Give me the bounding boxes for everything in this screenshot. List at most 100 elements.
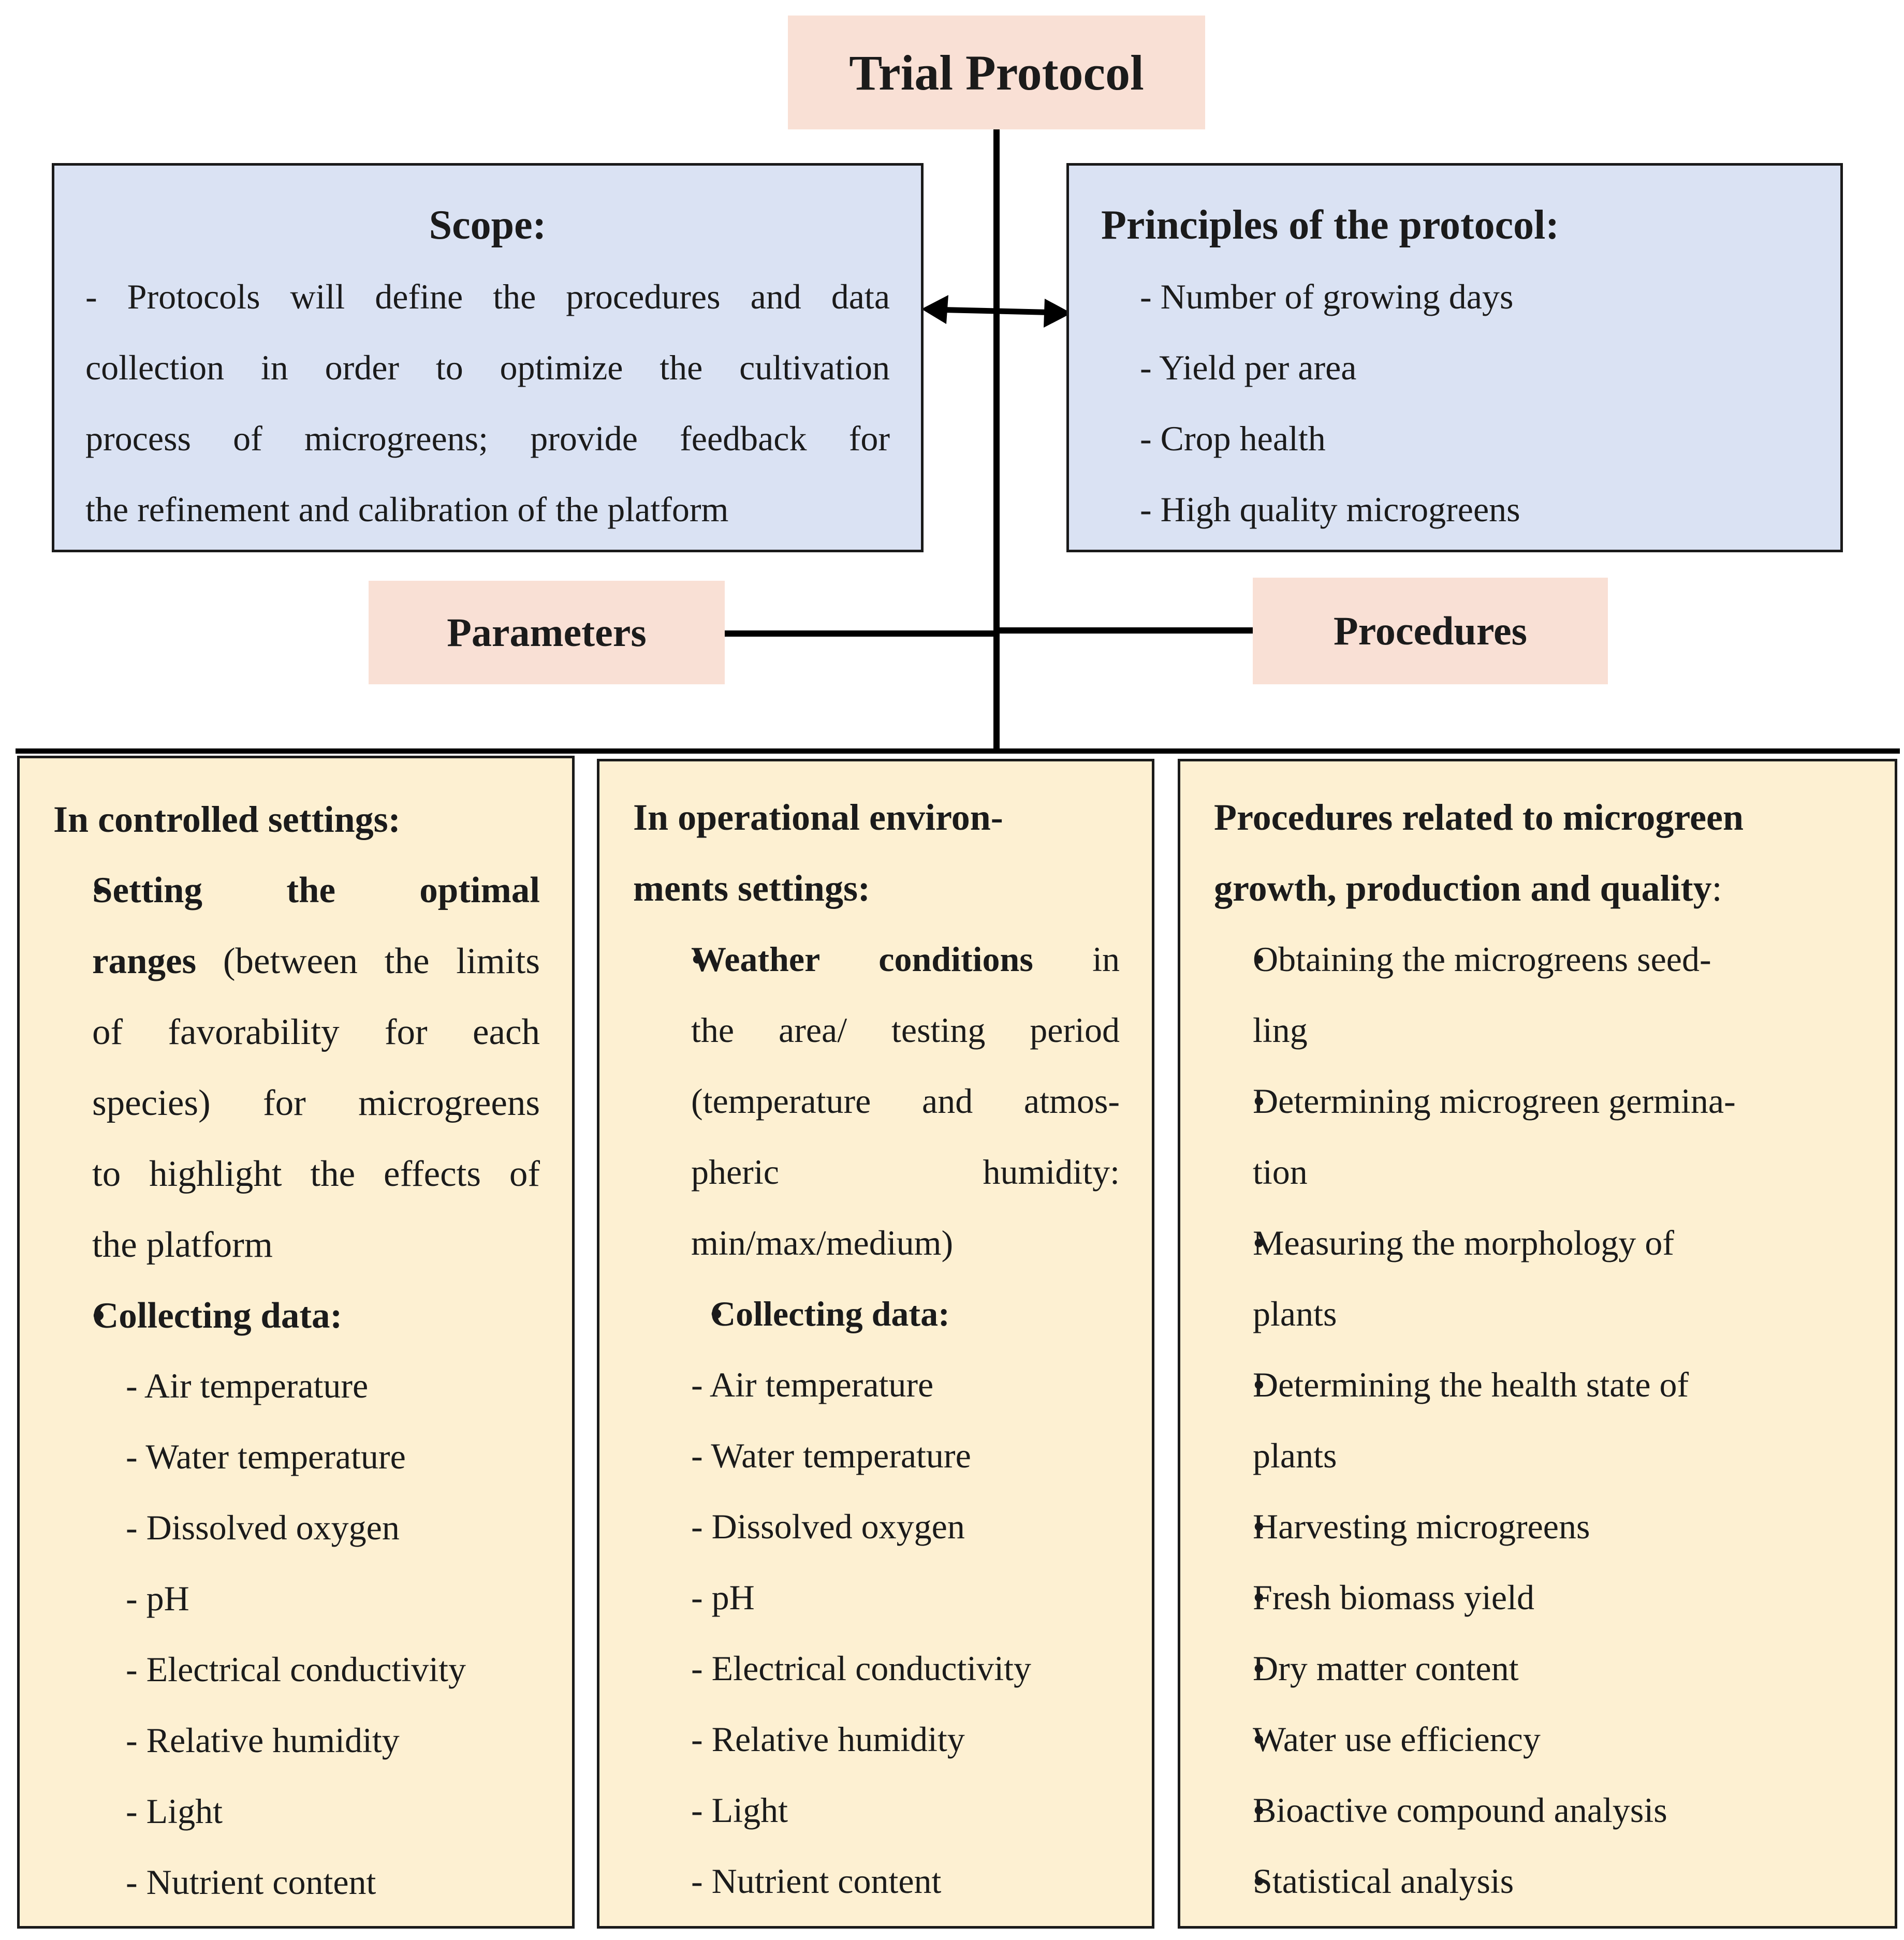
list-item-line: plants (1253, 1436, 1337, 1475)
collecting-data-label: Collecting data: (92, 1296, 343, 1336)
double-arrow-icon (921, 295, 1072, 328)
title-text: Trial Protocol (849, 45, 1144, 100)
list-item-line: Harvesting microgreens (1253, 1507, 1590, 1546)
weather-line: Weather conditions in (691, 924, 1120, 995)
list-item: - Relative humidity (691, 1719, 965, 1759)
list-item: - Water temperature (126, 1437, 406, 1476)
list-item: - Electrical conductivity (691, 1649, 1032, 1688)
weather-suffix: in (1033, 939, 1120, 979)
scope-box: Scope: - Protocols will define the proce… (52, 163, 924, 552)
operational-heading: In operational environ- ments settings: (633, 782, 1120, 924)
list-item: - pH (691, 1578, 755, 1617)
weather-line: (temperature and atmos- (691, 1081, 1120, 1121)
list-item: - Dissolved oxygen (691, 1507, 965, 1546)
list-item-line: Water use efficiency (1253, 1719, 1541, 1759)
list-item: - Dissolved oxygen (126, 1508, 400, 1547)
optimal-ranges-bold-line: Setting the optimal (92, 870, 540, 910)
procedures-heading-text: growth, production and quality (1214, 868, 1712, 909)
list-item-line: Determining the health state of (1253, 1365, 1689, 1404)
list-item-line: Obtaining the microgreens seed- (1253, 939, 1711, 979)
procedures-box: Procedures related to microgreen growth,… (1178, 759, 1897, 1929)
list-item: Determining microgreen germina-tion (1212, 1066, 1869, 1208)
operational-heading-line: In operational environ- (633, 797, 1003, 838)
list-item: - Light (691, 1790, 788, 1830)
list-item: Dry matter content (1212, 1633, 1869, 1704)
list-item: Statistical analysis (1212, 1846, 1869, 1917)
list-item-line: plants (1253, 1294, 1337, 1333)
list-item: - Relative humidity (126, 1721, 400, 1760)
operational-bullet-weather: Weather conditions in the area/ testing … (632, 924, 1120, 1278)
horizontal-bus-line (16, 748, 1900, 754)
list-item: Obtaining the microgreens seed-ling (1212, 924, 1869, 1066)
scope-line: collection in order to optimize the cult… (85, 348, 890, 387)
list-item: - Electrical conductivity (126, 1650, 466, 1689)
list-item-line: Bioactive compound analysis (1253, 1790, 1667, 1830)
list-item: Water use efficiency (1212, 1704, 1869, 1775)
list-item: Bioactive compound analysis (1212, 1775, 1869, 1846)
weather-line: min/max/medium) (691, 1223, 954, 1262)
list-item-line: ling (1253, 1010, 1308, 1050)
scope-text: - Protocols will define the procedures a… (54, 261, 921, 545)
principles-list: - Number of growing days - Yield per are… (1069, 261, 1840, 545)
principles-item: - Crop health (1140, 419, 1326, 458)
parameters-label-box: Parameters (369, 581, 725, 684)
list-item-line: Statistical analysis (1253, 1861, 1514, 1901)
list-item: - Nutrient content (126, 1862, 376, 1902)
procedures-connector-line (997, 627, 1255, 634)
weather-line: pheric humidity: (691, 1152, 1120, 1192)
list-item-line: Determining microgreen germina- (1253, 1081, 1736, 1121)
operational-settings-box: In operational environ- ments settings: … (597, 759, 1154, 1929)
list-item: Fresh biomass yield (1212, 1562, 1869, 1633)
optimal-ranges-text: (between the limits (196, 941, 540, 981)
list-item: - Air temperature (691, 1365, 934, 1404)
trial-protocol-title: Trial Protocol (788, 16, 1205, 129)
principles-heading: Principles of the protocol: (1101, 202, 1560, 248)
procedures-heading-line: Procedures related to microgreen (1214, 797, 1744, 838)
parameters-label: Parameters (447, 610, 647, 655)
optimal-ranges-line: to highlight the effects of (92, 1154, 540, 1194)
optimal-ranges-line: ranges (between the limits (92, 926, 540, 997)
list-item-line: Dry matter content (1253, 1649, 1519, 1688)
ranges-bold: ranges (92, 941, 197, 981)
list-item: Measuring the morphology of plants (1212, 1208, 1869, 1349)
optimal-ranges-line: the platform (92, 1225, 273, 1265)
scope-line: the refinement and calibration of the pl… (85, 490, 729, 529)
list-item: Determining the health state of plants (1212, 1349, 1869, 1491)
procedures-heading-colon: : (1711, 868, 1722, 909)
controlled-bullet-collecting-data: Collecting data: (52, 1281, 540, 1351)
list-item: - Light (126, 1791, 223, 1831)
principles-item: - Yield per area (1140, 348, 1357, 387)
controlled-settings-box: In controlled settings: Setting the opti… (17, 756, 575, 1929)
optimal-ranges-line: of favorability for each (92, 1012, 540, 1052)
optimal-ranges-line: species) for microgreens (92, 1083, 540, 1123)
controlled-data-list: - Air temperature - Water temperature - … (52, 1350, 540, 1918)
scope-line: - Protocols will define the procedures a… (85, 277, 890, 316)
list-item: - Water temperature (691, 1436, 971, 1475)
operational-bullet-collecting-data: Collecting data: (632, 1278, 1120, 1349)
operational-data-list: - Air temperature - Water temperature - … (632, 1349, 1120, 1917)
principles-item: - High quality microgreens (1140, 490, 1520, 529)
collecting-data-label: Collecting data: (710, 1294, 950, 1333)
list-item: - Air temperature (126, 1366, 369, 1405)
controlled-bullet-optimal-ranges: Setting the optimal ranges (between the … (52, 855, 540, 1281)
procedures-label-box: Procedures (1253, 578, 1608, 684)
list-item: - pH (126, 1579, 189, 1618)
procedures-label: Procedures (1333, 608, 1528, 653)
list-item: Harvesting microgreens (1212, 1491, 1869, 1562)
list-item-line: tion (1253, 1152, 1308, 1192)
procedures-list: Obtaining the microgreens seed-ling Dete… (1212, 924, 1869, 1917)
scope-line: process of microgreens; provide feedback… (85, 419, 890, 458)
weather-conditions-bold: Weather conditions (691, 939, 1033, 979)
procedures-heading: Procedures related to microgreen growth,… (1214, 782, 1869, 924)
parameters-connector-line (725, 630, 997, 637)
list-item-line: Measuring the morphology of (1253, 1223, 1674, 1262)
operational-heading-line: ments settings: (633, 868, 870, 909)
vertical-trunk-line (993, 129, 1000, 753)
list-item-line: Fresh biomass yield (1253, 1578, 1534, 1617)
principles-item: - Number of growing days (1140, 277, 1514, 316)
list-item: - Nutrient content (691, 1861, 942, 1901)
weather-line: the area/ testing period (691, 1010, 1120, 1050)
controlled-heading: In controlled settings: (53, 799, 401, 840)
scope-heading: Scope: (429, 202, 547, 248)
procedures-heading-line: growth, production and quality: (1214, 853, 1869, 924)
